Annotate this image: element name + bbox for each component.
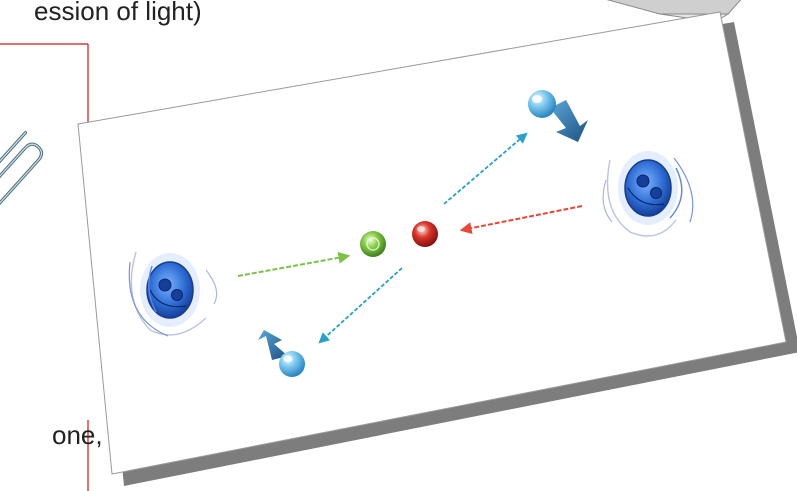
slide-text-bottom-fragment: one, — [52, 420, 103, 450]
blue-particle-upper-icon — [528, 90, 588, 142]
blue-particle-lower-icon — [258, 330, 305, 377]
red-arrow — [459, 205, 583, 235]
right-hand-vortex-icon — [602, 151, 694, 237]
left-hand-vortex-icon — [128, 251, 218, 337]
paperclip-icon — [0, 131, 44, 223]
red-particle-icon — [412, 221, 438, 247]
green-arrow — [237, 251, 351, 277]
green-particle-icon — [360, 231, 386, 257]
slide-text-top-fragment: ession of light) — [34, 0, 202, 26]
cyan-arrow-lower — [318, 267, 403, 344]
